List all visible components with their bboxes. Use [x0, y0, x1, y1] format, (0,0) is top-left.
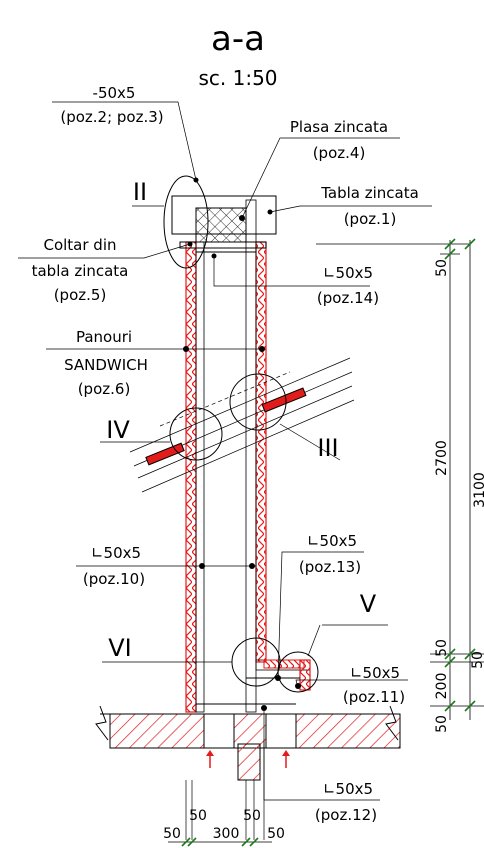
mesh-ref: (poz.4) [313, 144, 366, 162]
ground-slab [95, 705, 401, 840]
corner-ref: (poz.5) [54, 286, 107, 304]
angle11-label: ∟50x5 [350, 664, 400, 682]
detail-IV-label: IV [106, 416, 130, 444]
sheet-label: Tabla zincata [320, 184, 419, 202]
dim-2700: 2700 [434, 440, 450, 476]
detail-VI-label: VI [108, 634, 132, 662]
dim-50-top: 50 [434, 259, 450, 277]
detail-III-circle [229, 373, 287, 431]
detail-II-circle [163, 175, 209, 269]
angle11-ref: (poz.11) [343, 688, 405, 706]
section-title: a-a [211, 19, 265, 59]
panels-label-2: SANDWICH [64, 356, 148, 374]
leader-lines [18, 101, 432, 801]
dim-50-d: 50 [267, 826, 285, 842]
angle14-label: ∟50x5 [323, 264, 373, 282]
corner-label-2: tabla zincata [32, 262, 129, 280]
right-sandwich-panel [245, 199, 267, 713]
angle12-label: ∟50x5 [323, 780, 373, 798]
detail-III-label: III [317, 434, 338, 462]
sheet-ref: (poz.1) [344, 210, 397, 228]
dim-200: 200 [434, 673, 450, 700]
angle12-ref: (poz.12) [315, 806, 377, 824]
dim-50-mid: 50 [434, 639, 450, 657]
panels-ref: (poz.6) [78, 380, 131, 398]
angle13-label: ∟50x5 [307, 532, 357, 550]
left-sandwich-panel [185, 241, 205, 713]
dim-50-a: 50 [163, 826, 181, 842]
top-profile-label: -50x5 [93, 84, 136, 102]
detail-II-label: II [133, 178, 147, 206]
top-cap [171, 195, 277, 253]
dim-50-bottom: 50 [434, 715, 450, 733]
top-profile-ref: (poz.2; poz.3) [60, 108, 163, 126]
dim-50-right: 50 [470, 651, 484, 669]
dim-300: 300 [213, 826, 240, 842]
detail-V-label: V [360, 590, 377, 618]
panels-label-1: Panouri [76, 328, 132, 346]
vertical-dimensions [316, 238, 484, 720]
dim-3100: 3100 [472, 472, 484, 508]
dim-50-b: 50 [189, 808, 207, 824]
bottom-corner [196, 659, 311, 705]
corner-label-1: Coltar din [43, 236, 116, 254]
dim-50-c: 50 [243, 808, 261, 824]
leader-dots [183, 177, 301, 711]
mesh-label: Plasa zincata [290, 118, 388, 136]
angle13-ref: (poz.13) [299, 558, 361, 576]
scale-label: sc. 1:50 [198, 66, 277, 90]
angle10-ref: (poz.10) [83, 570, 145, 588]
detail-IV-circle [169, 407, 223, 461]
horizontal-dimensions [168, 837, 272, 847]
angle14-ref: (poz.14) [317, 289, 379, 307]
angle10-label: ∟50x5 [91, 544, 141, 562]
